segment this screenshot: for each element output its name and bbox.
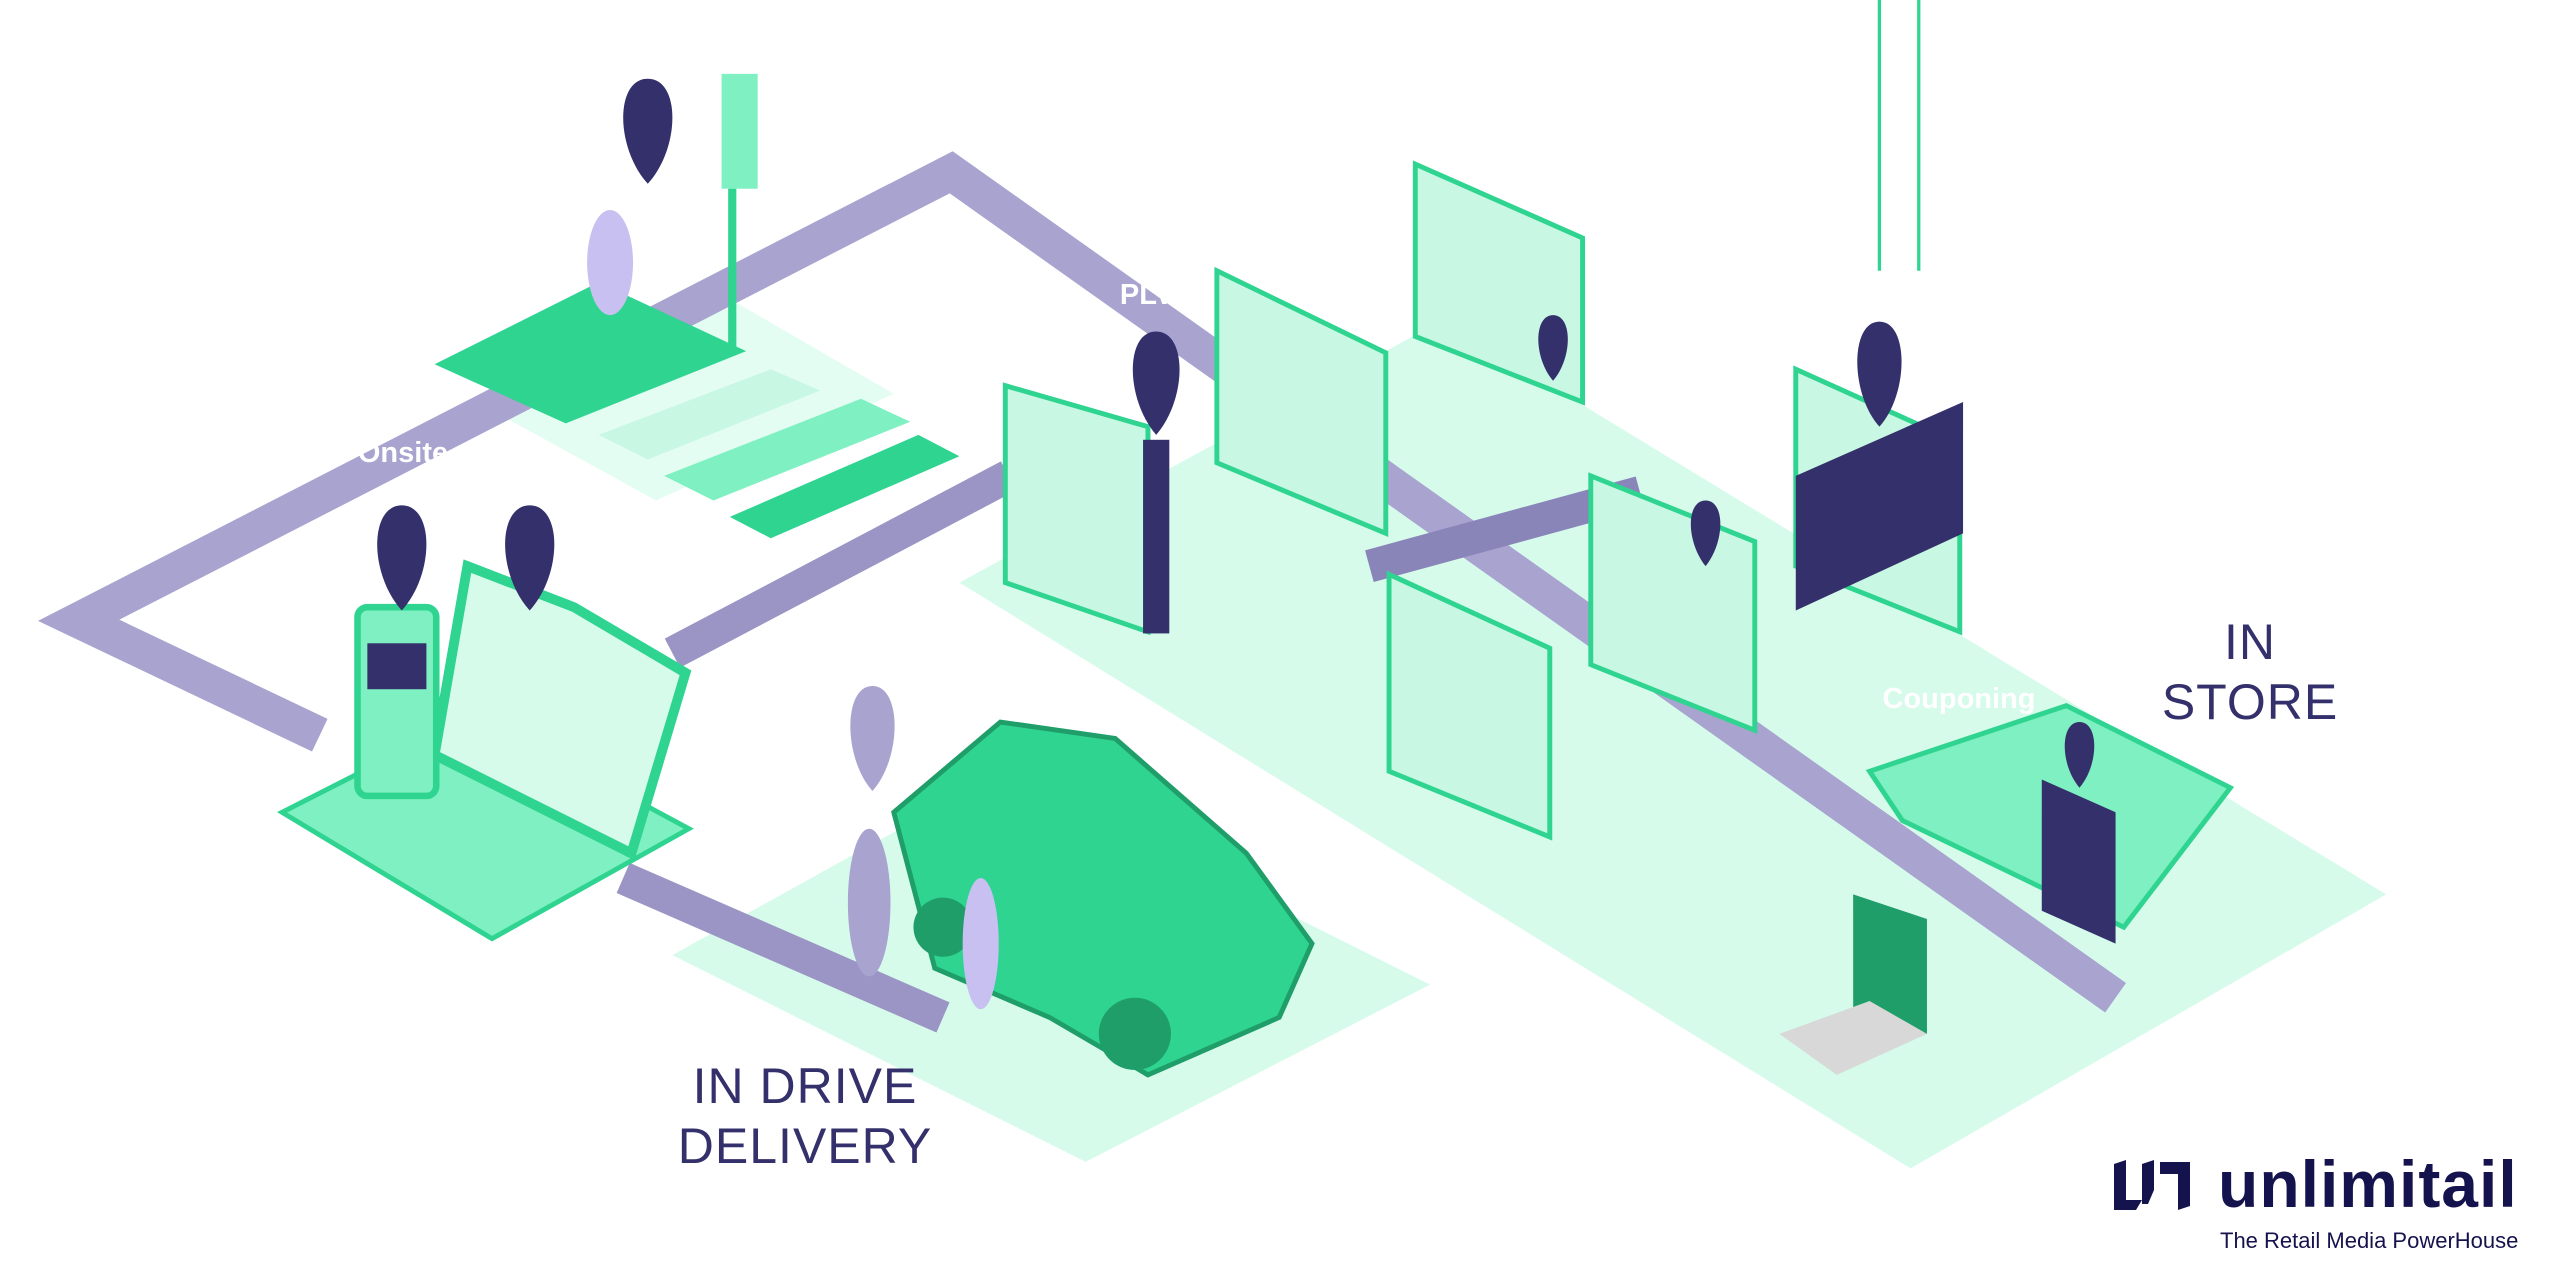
map-pin-icon xyxy=(850,685,895,791)
label-data-offsite: Data Offsite xyxy=(362,118,597,166)
crosswalk-stripe xyxy=(664,398,911,501)
traffic-light-pole xyxy=(728,188,737,353)
shelf-endcap xyxy=(1143,439,1170,634)
zone-in-store: IN STORE xyxy=(2150,612,2350,732)
shopper xyxy=(587,210,634,316)
car-wheel xyxy=(913,897,973,957)
zone-text: IN DRIVE xyxy=(692,1058,918,1114)
map-pin-icon xyxy=(1857,321,1902,427)
label-dooh: DOOH xyxy=(1790,260,1940,308)
car-wheel xyxy=(1098,997,1171,1070)
offsite-platform xyxy=(434,282,747,424)
shelves xyxy=(1002,160,1963,841)
map-pin-icon xyxy=(623,78,673,184)
laptop-screen xyxy=(429,559,692,861)
checkout-panel xyxy=(2041,779,2116,944)
dooh-screen xyxy=(1795,402,1964,611)
traffic-light xyxy=(721,73,758,189)
brand-tagline: The Retail Media PowerHouse xyxy=(2220,1228,2519,1253)
zone-text: STORE xyxy=(2161,674,2339,730)
phone-banner xyxy=(367,643,427,690)
label-onsite: Onsite xyxy=(318,430,488,478)
crosswalk-stripe xyxy=(598,369,820,460)
brand-name: unlimitail xyxy=(2218,1147,2518,1221)
map-pin-icon xyxy=(2064,722,2095,788)
label-couponing: Couponing xyxy=(1863,676,2055,724)
map-pin-icon xyxy=(505,505,555,611)
crosswalk-stripe xyxy=(729,434,960,539)
kiosk-shadow xyxy=(1779,1001,1927,1075)
delivery-person xyxy=(847,828,891,977)
customer xyxy=(962,877,999,1010)
phone xyxy=(354,603,440,800)
customer-path xyxy=(616,862,950,1033)
map-pin-icon xyxy=(1690,500,1721,567)
map-pin-icon xyxy=(1538,315,1568,381)
customer-path xyxy=(664,461,1017,668)
coupon-kiosk xyxy=(1853,894,1927,1034)
logo-mark-icon xyxy=(2114,1160,2190,1210)
zone-text: IN xyxy=(2224,614,2276,670)
brand-logo: unlimitail The Retail Media PowerHouse xyxy=(2112,1150,2532,1260)
zone-text: DELIVERY xyxy=(677,1118,933,1174)
label-plv: PLV xyxy=(1092,272,1202,320)
map-pin-icon xyxy=(1132,331,1180,435)
zone-in-drive-delivery: IN DRIVE DELIVERY xyxy=(660,1056,950,1176)
map-pin-icon xyxy=(377,505,427,611)
location-pins xyxy=(377,78,2095,791)
